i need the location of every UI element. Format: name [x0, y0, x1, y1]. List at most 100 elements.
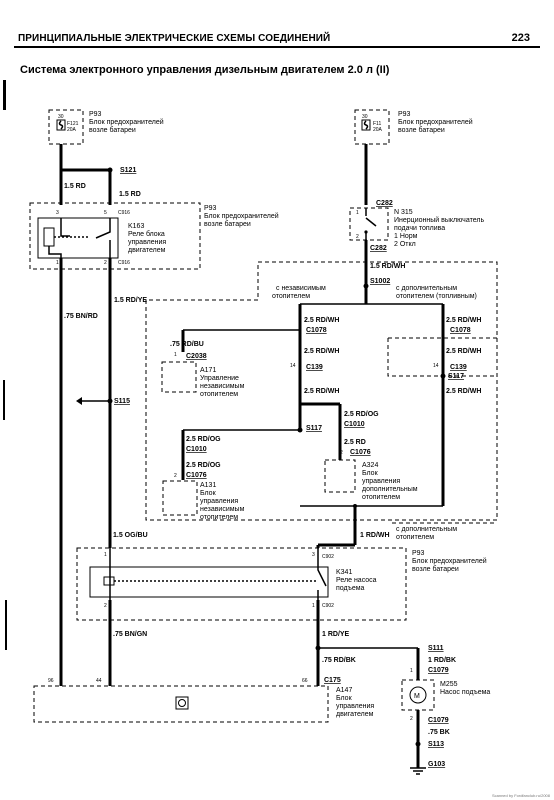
fuse-p93-left: 30 F121 20A P93 Блок предохранителей воз… [48, 109, 164, 145]
svg-text:1 RD/YE: 1 RD/YE [322, 631, 350, 638]
svg-text:1: 1 [104, 552, 107, 558]
svg-text:30: 30 [58, 114, 64, 120]
svg-text:1: 1 [410, 668, 413, 674]
svg-text:3: 3 [312, 552, 315, 558]
fuse-p93-right: 30 F11 20A P93 Блок предохранителей возл… [354, 109, 473, 145]
svg-text:S117: S117 [448, 373, 464, 380]
svg-text:20A: 20A [373, 127, 383, 133]
svg-text:C2038: C2038 [186, 353, 207, 360]
svg-text:2.5 RD: 2.5 RD [344, 439, 366, 446]
svg-text:2.5 RD/WH: 2.5 RD/WH [304, 348, 339, 355]
svg-text:A171: A171 [200, 367, 216, 374]
svg-text:A147: A147 [336, 687, 352, 694]
module-a147: 96 44 66 C175 A147 Блок управления двига… [33, 677, 374, 723]
svg-text:отопителем: отопителем [272, 293, 310, 300]
svg-text:2: 2 [104, 603, 107, 609]
svg-text:возле батареи: возле батареи [412, 565, 459, 573]
svg-text:C1076: C1076 [186, 472, 207, 479]
header-divider [14, 46, 540, 48]
svg-text:1.5 RD/YE: 1.5 RD/YE [114, 297, 147, 304]
svg-text:C916: C916 [118, 260, 130, 266]
svg-text:3: 3 [56, 210, 59, 216]
svg-text:2: 2 [340, 450, 343, 456]
svg-text:1: 1 [174, 352, 177, 358]
svg-text:C916: C916 [118, 210, 130, 216]
pump-m255: M M255 Насос подъема [401, 679, 490, 711]
svg-text:.75 BK: .75 BK [428, 729, 450, 736]
svg-text:A131: A131 [200, 482, 216, 489]
module-a171: A171 Управление независимым отопителем [161, 361, 245, 398]
svg-text:2.5 RD/OG: 2.5 RD/OG [186, 436, 221, 443]
svg-text:подачи топлива: подачи топлива [394, 225, 445, 232]
svg-text:P93: P93 [412, 550, 425, 557]
svg-text:P93: P93 [204, 205, 217, 212]
svg-text:1.5 RD: 1.5 RD [64, 183, 86, 190]
svg-text:2.5 RD/WH: 2.5 RD/WH [446, 388, 481, 395]
svg-text:1.5 RD: 1.5 RD [119, 191, 141, 198]
svg-text:C1079: C1079 [428, 667, 449, 674]
svg-text:Реле блока: Реле блока [128, 230, 165, 238]
svg-text:G103: G103 [428, 761, 445, 768]
svg-text:C282: C282 [370, 245, 387, 252]
svg-text:2: 2 [410, 716, 413, 722]
diagram-title: Система электронного управления дизельны… [20, 64, 390, 76]
svg-text:1.5 OG/BU: 1.5 OG/BU [113, 532, 148, 539]
svg-text:возле батареи: возле батареи [398, 126, 445, 134]
module-a131: A131 Блок управления независимым отопите… [162, 480, 245, 521]
svg-text:N 315: N 315 [394, 209, 413, 216]
svg-text:2.5 RD/WH: 2.5 RD/WH [304, 388, 339, 395]
svg-text:C139: C139 [306, 364, 323, 371]
svg-text:возле батареи: возле батареи [89, 126, 136, 134]
svg-text:1: 1 [312, 603, 315, 609]
svg-text:2 Откл: 2 Откл [394, 241, 416, 248]
svg-text:управления: управления [362, 478, 400, 485]
svg-text:отопителем: отопителем [200, 391, 238, 398]
svg-text:44: 44 [96, 678, 102, 684]
svg-text:C1076: C1076 [350, 449, 371, 456]
svg-text:S1002: S1002 [370, 278, 390, 285]
svg-text:отопителем: отопителем [200, 514, 238, 521]
svg-text:F11: F11 [373, 121, 381, 127]
svg-text:C175: C175 [324, 677, 341, 684]
svg-text:Реле насоса: Реле насоса [336, 577, 377, 584]
svg-text:возле батареи: возле батареи [204, 220, 251, 228]
svg-text:Блок предохранителей: Блок предохранителей [398, 118, 473, 126]
svg-text:2.5 RD/OG: 2.5 RD/OG [186, 462, 221, 469]
svg-text:независимым: независимым [200, 506, 245, 513]
svg-text:P93: P93 [398, 111, 411, 118]
svg-text:отопителем (топливным): отопителем (топливным) [396, 293, 477, 300]
relay-k163: P93 Блок предохранителей возле батареи 3… [29, 202, 279, 270]
svg-text:Блок: Блок [336, 695, 353, 702]
svg-text:1 RD/WH: 1 RD/WH [360, 532, 390, 539]
svg-text:20A: 20A [67, 127, 77, 133]
svg-text:.75 BN/GN: .75 BN/GN [113, 631, 147, 638]
module-a324: A324 Блок управления дополнительным отоп… [324, 459, 418, 501]
svg-text:управления: управления [128, 239, 166, 246]
svg-text:2.5 RD/WH: 2.5 RD/WH [446, 317, 481, 324]
svg-text:96: 96 [48, 678, 54, 684]
svg-text:14: 14 [433, 363, 439, 369]
splice-s121: S121 [120, 167, 136, 174]
svg-text:.75 BN/RD: .75 BN/RD [64, 313, 98, 320]
svg-text:C1078: C1078 [450, 327, 471, 334]
svg-text:C902: C902 [322, 554, 334, 560]
page-number: 223 [511, 32, 530, 44]
svg-text:M: M [414, 693, 420, 700]
svg-text:1: 1 [356, 210, 359, 216]
svg-text:2.5 RD/WH: 2.5 RD/WH [446, 348, 481, 355]
svg-text:двигателем: двигателем [336, 711, 374, 718]
svg-text:C1078: C1078 [306, 327, 327, 334]
svg-text:Блок: Блок [200, 490, 217, 497]
svg-text:управления: управления [200, 498, 238, 505]
svg-text:C902: C902 [322, 603, 334, 609]
svg-text:1.5 RD/WH: 1.5 RD/WH [370, 263, 405, 270]
svg-text:2: 2 [174, 473, 177, 479]
svg-text:.75 RD/BK: .75 RD/BK [322, 657, 356, 664]
svg-text:двигателем: двигателем [128, 247, 166, 254]
svg-text:с дополнительным: с дополнительным [396, 285, 457, 292]
svg-text:с дополнительным: с дополнительным [396, 526, 457, 533]
svg-text:1 Норм: 1 Норм [394, 233, 418, 240]
svg-text:дополнительным: дополнительным [362, 486, 418, 493]
svg-text:P93: P93 [89, 111, 102, 118]
